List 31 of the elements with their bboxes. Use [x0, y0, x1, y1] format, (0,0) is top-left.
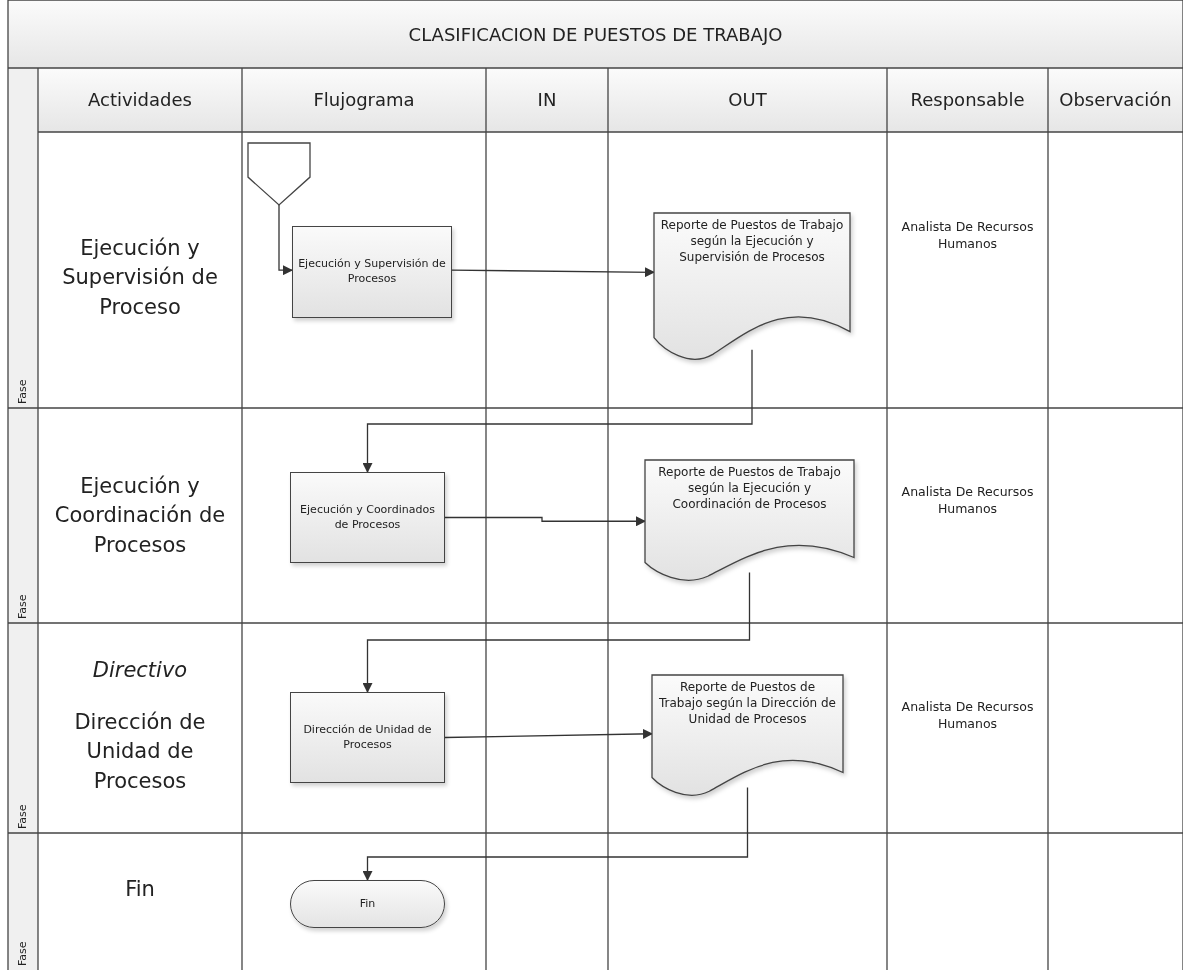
- process-box: Ejecución y Supervisión de Procesos: [292, 226, 452, 318]
- activity-label: Dirección de Unidad de Procesos: [73, 708, 207, 795]
- phase-label: Fase: [15, 804, 30, 829]
- column-header: IN: [536, 88, 558, 113]
- process-box: Ejecución y Coordinados de Procesos: [290, 472, 445, 563]
- flow-arrow: [278, 204, 293, 276]
- responsible-label: Analista De Recursos Humanos: [900, 482, 1035, 518]
- activity-label: Fin: [124, 876, 156, 904]
- process-box: Dirección de Unidad de Procesos: [290, 692, 445, 783]
- phase-label: Fase: [15, 379, 30, 404]
- column-header: Flujograma: [312, 88, 416, 113]
- off-page-connector: [248, 143, 310, 205]
- responsible-label: Analista De Recursos Humanos: [900, 217, 1035, 253]
- flow-arrow: [362, 571, 751, 693]
- phase-label: Fase: [15, 594, 30, 619]
- level-label: Directivo: [91, 657, 189, 685]
- column-header: Actividades: [87, 88, 193, 113]
- column-header: OUT: [727, 88, 768, 113]
- column-header: Responsable: [909, 88, 1026, 113]
- terminator-shape: Fin: [290, 880, 445, 928]
- responsible-label: Analista De Recursos Humanos: [900, 697, 1035, 733]
- flow-arrow: [444, 516, 646, 527]
- flow-arrow: [362, 786, 749, 881]
- phase-label: Fase: [15, 941, 30, 966]
- diagram-title: CLASIFICACION DE PUESTOS DE TRABAJO: [407, 22, 784, 47]
- activity-label: Ejecución y Supervisión de Proceso: [61, 234, 219, 321]
- flow-arrow: [362, 349, 753, 473]
- activity-label: Ejecución y Coordinación de Procesos: [53, 472, 227, 559]
- column-header: Observación: [1058, 88, 1173, 113]
- flow-arrow: [451, 267, 655, 278]
- flow-arrow: [444, 728, 653, 739]
